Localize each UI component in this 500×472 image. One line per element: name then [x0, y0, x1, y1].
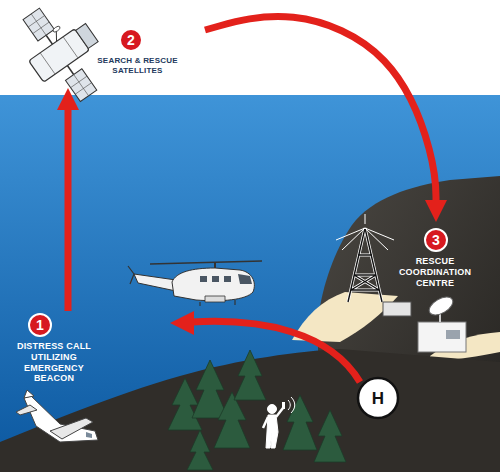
callout-label: SEARCH & RESCUE SATELLITES: [90, 56, 185, 75]
person-with-beacon: [263, 397, 295, 448]
callout-number: 3: [432, 233, 440, 247]
callout-circle: 3: [424, 228, 448, 252]
callout-group: 2SEARCH & RESCUE SATELLITES: [20, 8, 205, 88]
helipad: [358, 378, 398, 418]
signal-arrow: [65, 106, 72, 311]
callout-circle: 2: [119, 28, 143, 52]
ocean: [0, 95, 500, 472]
callout-group: 1DISTRESS CALL UTILIZING EMERGENCY BEACO…: [8, 311, 100, 389]
dispatch-arrow: [192, 321, 360, 382]
dispatch-arrowhead: [170, 311, 194, 335]
station-window: [446, 330, 460, 339]
signal-arrow: [205, 17, 436, 205]
helipad-letter: H: [372, 390, 384, 407]
callout-group: 3RESCUE COORDINATION CENTRE: [385, 222, 485, 292]
antenna-wires: [336, 214, 394, 250]
callout-circle: 1: [28, 313, 52, 337]
callout-number: 2: [127, 33, 135, 47]
callout-label: DISTRESS CALL UTILIZING EMERGENCY BEACON: [8, 341, 100, 384]
crashed-plane: [16, 390, 98, 442]
station-building: [418, 322, 466, 352]
callout-number: 1: [36, 318, 44, 332]
satellite-dish: [426, 293, 456, 318]
pine-trees: [168, 350, 346, 470]
callout-label: RESCUE COORDINATION CENTRE: [385, 256, 485, 288]
equipment-hut: [383, 302, 411, 316]
rescue-helicopter: [128, 261, 262, 306]
